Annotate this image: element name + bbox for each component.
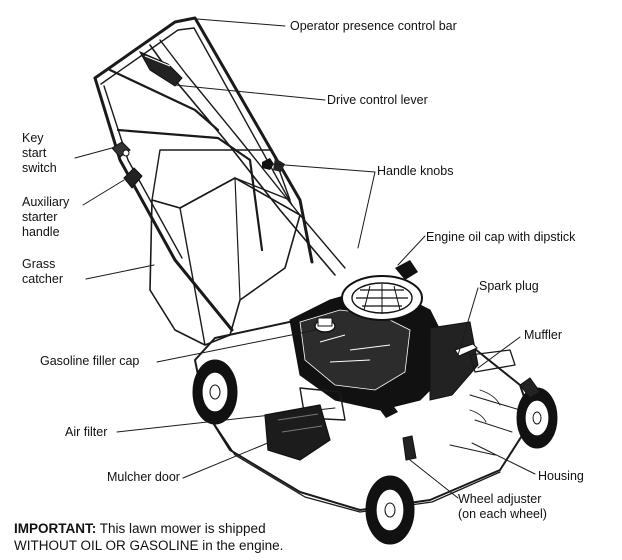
label-spark-plug: Spark plug	[479, 279, 539, 293]
front-left-wheel	[365, 475, 415, 545]
mulcher-door-part	[264, 404, 331, 461]
important-text-1: This lawn mower is shipped	[96, 521, 266, 536]
label-aux-line1: Auxiliary	[22, 195, 70, 209]
label-housing: Housing	[538, 469, 584, 483]
label-wheel-adjuster-line2: (on each wheel)	[458, 507, 547, 521]
label-key-start-line2: start	[22, 146, 47, 160]
handle	[93, 16, 346, 332]
label-aux-line3: handle	[22, 225, 60, 239]
label-grass-line2: catcher	[22, 272, 63, 286]
label-key-start-line1: Key	[22, 131, 44, 145]
leader-lines	[74, 18, 536, 499]
label-wheel-adjuster-line1: Wheel adjuster	[458, 492, 541, 506]
label-air-filter: Air filter	[65, 425, 107, 439]
important-note-line1: IMPORTANT: This lawn mower is shipped	[14, 520, 344, 537]
label-operator-presence-control-bar: Operator presence control bar	[290, 19, 457, 33]
auxiliary-starter-handle-part	[123, 167, 143, 189]
label-muffler: Muffler	[524, 328, 562, 342]
rear-left-wheel	[192, 359, 238, 425]
label-mulcher-door: Mulcher door	[107, 470, 180, 484]
important-note-line2: WITHOUT OIL OR GASOLINE in the engine.	[14, 538, 284, 553]
important-keyword: IMPORTANT:	[14, 521, 97, 536]
label-key-start-line3: switch	[22, 161, 57, 175]
front-right-wheel	[516, 387, 558, 449]
label-aux-line2: starter	[22, 210, 57, 224]
rear-right-bracket	[519, 377, 541, 399]
label-gasoline-filler-cap: Gasoline filler cap	[40, 354, 139, 368]
wheel-adjuster-part	[402, 435, 417, 461]
label-handle-knobs: Handle knobs	[377, 164, 453, 178]
label-grass-line1: Grass	[22, 257, 55, 271]
engine	[289, 260, 516, 421]
key-start-switch-part	[111, 141, 131, 158]
label-drive-control-lever: Drive control lever	[327, 93, 428, 107]
important-note: IMPORTANT: This lawn mower is shipped WI…	[14, 520, 344, 554]
label-engine-oil-cap: Engine oil cap with dipstick	[426, 230, 576, 244]
